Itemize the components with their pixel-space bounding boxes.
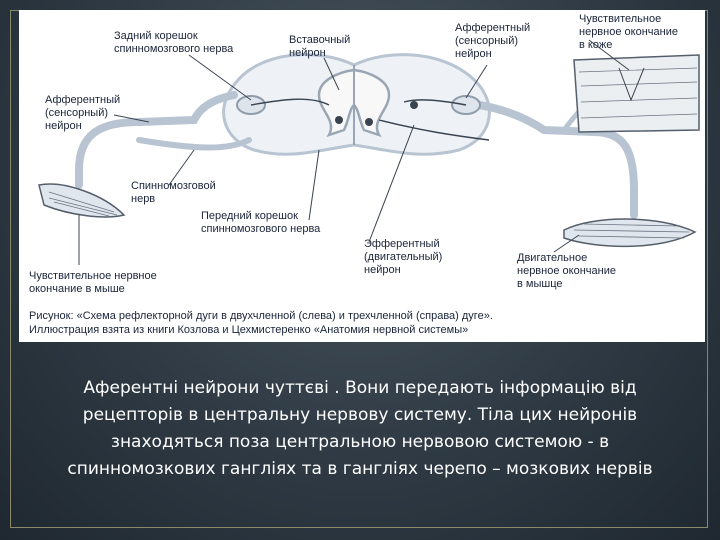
reflex-arc-figure: Задний корешок спинномозгового нерва Вст… bbox=[19, 10, 705, 342]
left-muscle bbox=[39, 184, 124, 217]
label-muscle-ending: Чувствительное нервное окончание в мыше bbox=[29, 270, 157, 296]
body-line-1: Аферентні нейрони чуттєві . Вони передаю… bbox=[30, 375, 690, 402]
label-spinal-nerve: Спинномозговой нерв bbox=[131, 180, 216, 206]
skin-block bbox=[574, 55, 699, 132]
right-muscle bbox=[564, 219, 695, 246]
label-efferent: Эфферентный (двигательный) нейрон bbox=[364, 238, 442, 277]
label-interneuron: Вставочный нейрон bbox=[289, 34, 350, 60]
label-anterior-root: Передний корешок спинномозгового нерва bbox=[201, 210, 320, 236]
label-posterior-root: Задний корешок спинномозгового нерва bbox=[114, 30, 233, 56]
label-motor-ending: Двигательное нервное окончание в мышце bbox=[517, 252, 616, 291]
label-afferent-left: Афферентный (сенсорный) нейрон bbox=[45, 94, 120, 133]
body-text: Аферентні нейрони чуттєві . Вони передаю… bbox=[30, 375, 690, 483]
figure-caption: Рисунок: «Схема рефлекторной дуги в двух… bbox=[29, 309, 699, 337]
label-afferent-right: Афферентный (сенсорный) нейрон bbox=[455, 22, 530, 61]
body-line-2: рецепторів в центральну нервову систему.… bbox=[30, 402, 690, 429]
body-line-4: спинномозкових гангліях та в гангліях че… bbox=[30, 456, 690, 483]
label-skin-ending: Чувствительное нервное окончание в коже bbox=[579, 13, 678, 52]
body-line-3: знаходяться поза центральною нервовою си… bbox=[30, 429, 690, 456]
